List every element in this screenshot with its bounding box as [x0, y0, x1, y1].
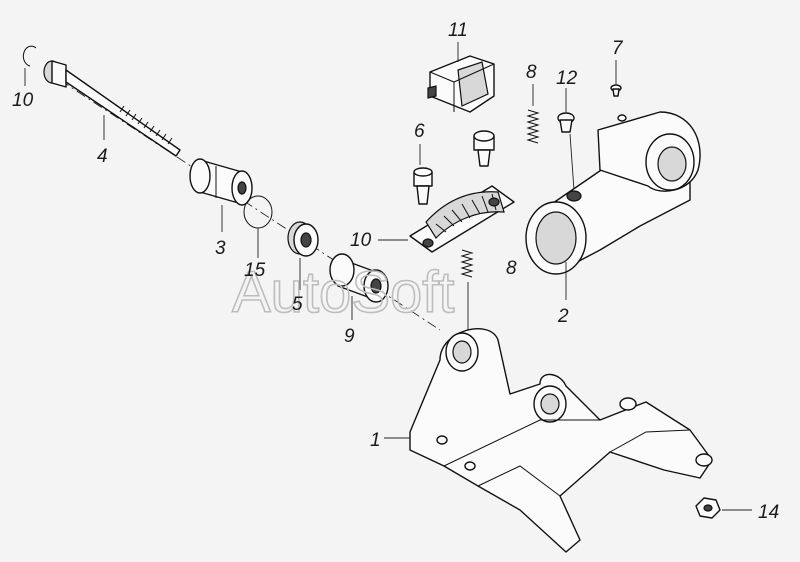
callout-13: 10 [12, 90, 34, 111]
callout-7: 7 [612, 38, 624, 59]
callout-2: 2 [557, 306, 569, 327]
callout-11: 11 [448, 20, 468, 41]
friction-pad-10 [378, 185, 515, 253]
roller-5 [287, 221, 319, 290]
sleeve-9 [329, 253, 389, 320]
callout-6: 6 [414, 121, 425, 142]
retaining-ring-13 [22, 45, 37, 86]
screw-6-left [413, 144, 433, 205]
watermark-text: AutoSoft [232, 260, 454, 325]
callout-4: 4 [97, 146, 108, 167]
callout-1: 1 [370, 430, 381, 451]
screw-7 [610, 60, 622, 97]
cap-11 [427, 42, 495, 113]
callout-3: 3 [215, 238, 226, 259]
lever-housing-2 [525, 111, 701, 300]
callout-9: 9 [344, 326, 355, 347]
callout-14: 14 [758, 502, 779, 523]
screw-12 [557, 88, 575, 191]
callout-8-upper: 8 [526, 62, 537, 83]
bracket-1 [384, 328, 713, 553]
callout-12: 12 [556, 68, 578, 89]
callout-10: 10 [350, 230, 372, 251]
assembly-axis [59, 79, 441, 331]
nut-14 [695, 497, 752, 519]
callout-15: 15 [244, 260, 266, 281]
callout-8-lower: 8 [506, 258, 517, 279]
bushing-3 [189, 158, 253, 232]
spring-8-upper [526, 84, 540, 144]
screw-6-right [473, 130, 495, 167]
callout-5: 5 [292, 294, 303, 315]
o-ring-15 [243, 195, 273, 258]
bolt-4 [43, 60, 181, 157]
